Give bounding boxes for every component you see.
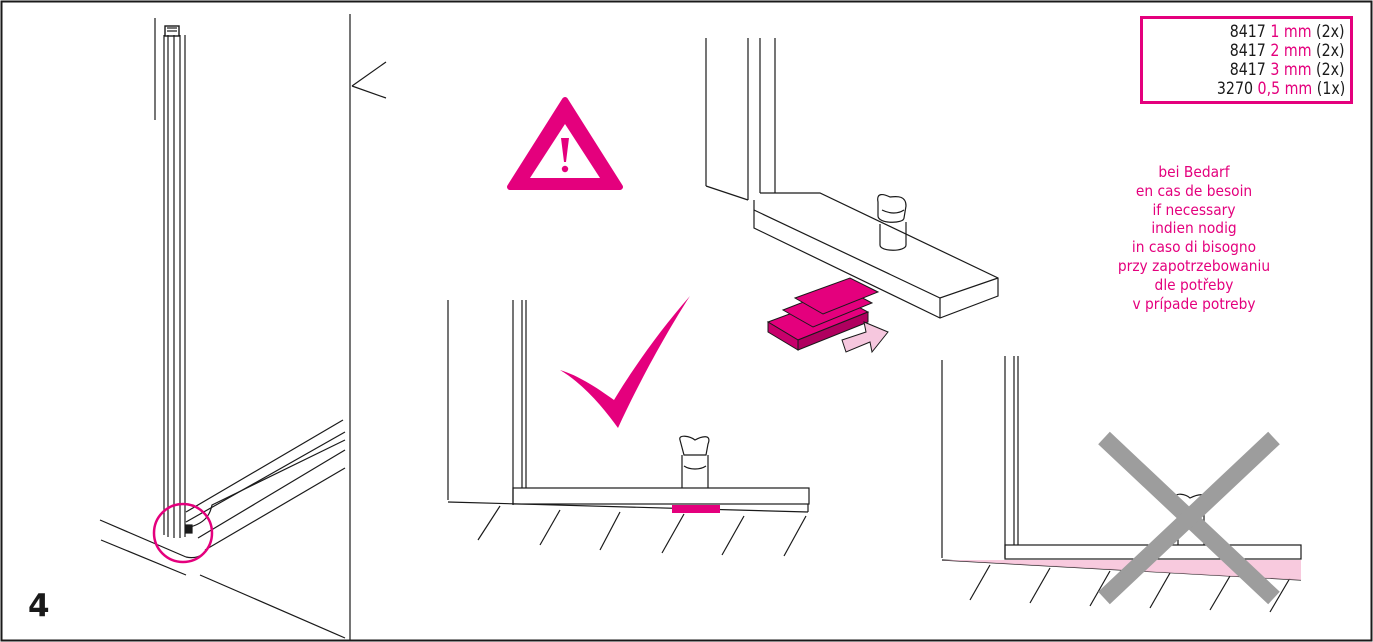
note-line: dle potřeby	[1154, 275, 1234, 294]
legend-thickness: 3 mm	[1270, 60, 1312, 79]
legend-thickness: 1 mm	[1270, 22, 1312, 41]
note-line: in caso di bisogno	[1131, 238, 1257, 257]
note-line: en cas de besoin	[1135, 181, 1253, 200]
legend-code: 3270	[1216, 79, 1253, 98]
legend-qty: (1x)	[1316, 79, 1345, 98]
legend-qty: (2x)	[1316, 22, 1345, 41]
detail-circle-icon	[152, 502, 214, 564]
warning-triangle-icon	[507, 97, 623, 190]
legend-thickness: 0,5 mm	[1257, 79, 1312, 98]
legend-qty: (2x)	[1316, 41, 1345, 60]
legend-code: 8417	[1230, 41, 1267, 60]
legend-row: 3270 0,5 mm (1x)	[1217, 80, 1345, 97]
note-line: przy zapotrzebowaniu	[1117, 256, 1271, 275]
legend-row: 8417 1 mm (2x)	[1230, 23, 1345, 40]
shim-in-gap	[672, 505, 720, 513]
cross-icon	[1098, 431, 1280, 605]
legend-row: 8417 2 mm (2x)	[1230, 42, 1345, 59]
legend-row: 8417 3 mm (2x)	[1230, 61, 1345, 78]
if-necessary-note: bei Bedarf en cas de besoin if necessary…	[1076, 163, 1312, 313]
note-line: bei Bedarf	[1158, 163, 1230, 181]
correct-fit-detail	[447, 300, 810, 557]
note-line: if necessary	[1152, 200, 1236, 219]
note-line: v prípade potreby	[1132, 294, 1256, 313]
legend-code: 8417	[1230, 22, 1267, 41]
shower-profile-overview	[99, 18, 346, 639]
legend-thickness: 2 mm	[1270, 41, 1312, 60]
legend-code: 8417	[1230, 60, 1267, 79]
shim-stack-icon	[766, 277, 880, 351]
note-line: indien nodig	[1151, 219, 1237, 238]
arrow-right-icon	[841, 321, 889, 354]
legend-qty: (2x)	[1316, 60, 1345, 79]
step-number: 4	[28, 588, 50, 624]
shim-legend: 8417 1 mm (2x) 8417 2 mm (2x) 8417 3 mm …	[1140, 16, 1353, 104]
checkmark-icon	[560, 296, 690, 428]
shim-detail-top	[351, 38, 999, 319]
